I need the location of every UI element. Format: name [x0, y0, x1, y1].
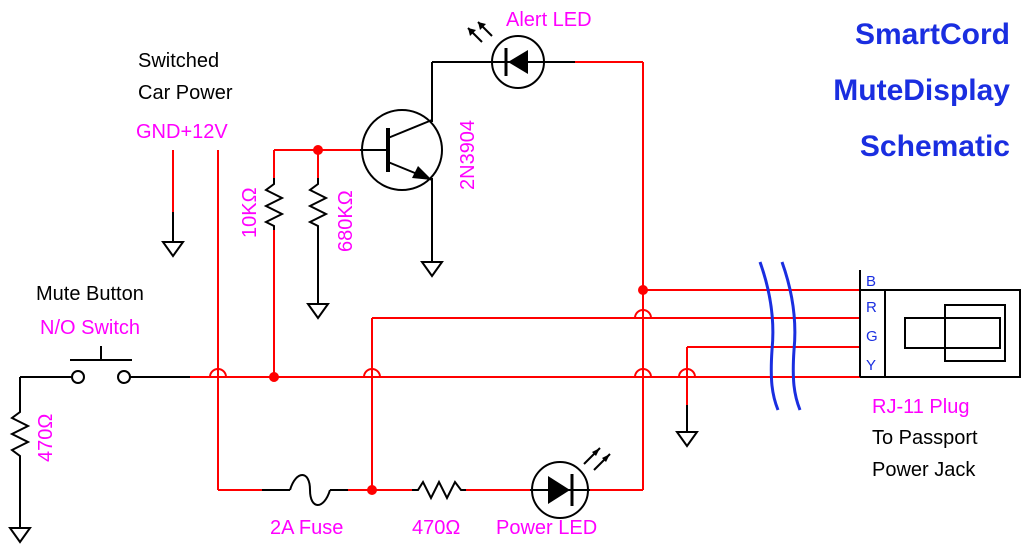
ground-symbols: [8, 212, 699, 544]
power-led: [530, 447, 611, 519]
pin-label-r: R: [866, 299, 877, 316]
transistor-2n3904: [360, 109, 443, 191]
component-leads: [19, 61, 688, 528]
mute-button-label: Mute Button: [36, 283, 144, 305]
title-line-1: SmartCord: [855, 18, 1010, 51]
wiring: [172, 61, 860, 491]
title-line-3: Schematic: [860, 130, 1010, 163]
title-line-2: MuteDisplay: [833, 74, 1010, 107]
alert-led-label: Alert LED: [506, 9, 592, 31]
rj11-label: RJ-11 Plug: [872, 396, 969, 418]
rj11-plug: [859, 270, 1021, 378]
resistor-10k-label: 10KΩ: [239, 187, 261, 238]
resistor-680k-label: 680KΩ: [335, 190, 357, 252]
pin-label-g: G: [866, 328, 878, 345]
pin-label-y: Y: [866, 357, 876, 374]
switched-power-label-1: Switched: [138, 50, 219, 72]
to-passport-label-2: Power Jack: [872, 459, 976, 481]
resistor-680k: [307, 178, 329, 230]
fuse-label: 2A Fuse: [270, 517, 343, 539]
cable-break-marks: [758, 261, 802, 411]
fuse-2a: [289, 474, 331, 506]
power-led-label: Power LED: [496, 517, 597, 539]
wire-crossovers: [209, 309, 696, 378]
no-switch-label: N/O Switch: [40, 317, 140, 339]
junction-dots: [269, 145, 648, 495]
pin-label-b: B: [866, 273, 876, 290]
resistor-10k: [263, 178, 285, 230]
transistor-label: 2N3904: [457, 120, 479, 190]
mute-switch: [70, 346, 132, 384]
resistor-470-left: [9, 405, 31, 462]
resistor-470-bottom: [412, 479, 466, 501]
alert-led: [467, 21, 575, 89]
to-passport-label-1: To Passport: [872, 427, 978, 449]
gnd-12v-label: GND+12V: [136, 121, 228, 143]
resistor-470-bottom-label: 470Ω: [412, 517, 460, 539]
switched-power-label-2: Car Power: [138, 82, 233, 104]
resistor-470-left-label: 470Ω: [35, 414, 57, 462]
